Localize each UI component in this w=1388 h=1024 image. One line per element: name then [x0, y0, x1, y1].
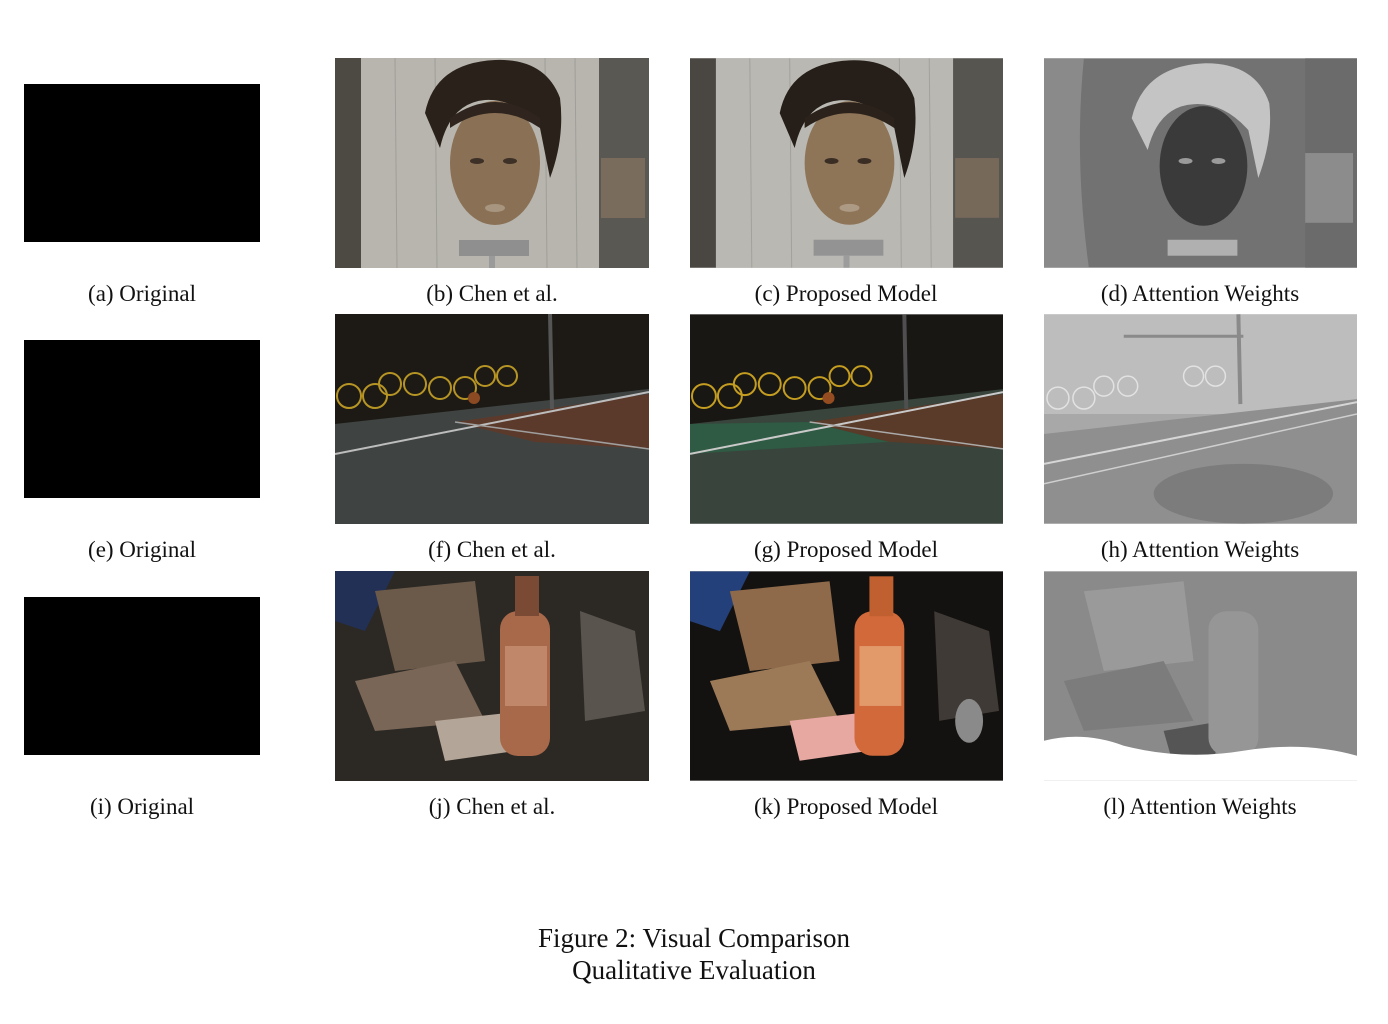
chen-image-j	[335, 571, 649, 781]
original-image-i	[24, 597, 260, 755]
proposed-image-k	[690, 571, 1003, 781]
caption-g: (g) Proposed Model	[754, 537, 938, 562]
chen-image-b	[335, 58, 649, 268]
original-image-a	[24, 84, 260, 242]
caption-h: (h) Attention Weights	[1100, 537, 1300, 562]
caption-i: (i) Original	[89, 794, 195, 819]
caption-l: (l) Attention Weights	[1103, 794, 1297, 819]
caption-k: (k) Proposed Model	[754, 794, 938, 819]
proposed-image-c	[690, 58, 1003, 268]
caption-j: (j) Chen et al.	[428, 794, 556, 819]
caption-b: (b) Chen et al.	[426, 281, 558, 306]
original-image-e	[24, 340, 260, 498]
figure-caption-subtitle: Qualitative Evaluation	[572, 955, 816, 985]
figure-caption-title: Figure 2: Visual Comparison	[537, 923, 851, 953]
chen-image-f	[335, 314, 649, 524]
figure-caption: Figure 2: Visual Comparison Qualitative …	[0, 922, 1388, 986]
attention-image-l	[1044, 571, 1357, 781]
caption-a: (a) Original	[88, 281, 196, 306]
proposed-image-g	[690, 314, 1003, 524]
caption-f: (f) Chen et al.	[428, 537, 556, 562]
caption-e: (e) Original	[88, 537, 196, 562]
attention-image-d	[1044, 58, 1357, 268]
caption-c: (c) Proposed Model	[754, 281, 938, 306]
attention-image-h	[1044, 314, 1357, 524]
caption-d: (d) Attention Weights	[1100, 281, 1300, 306]
